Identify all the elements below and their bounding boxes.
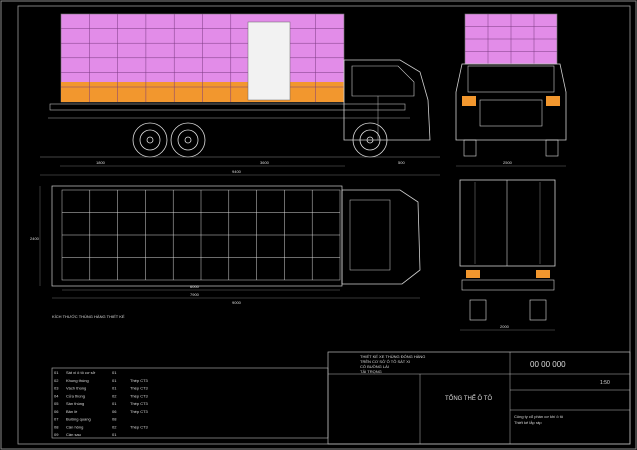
rear-view: 2000 — [459, 179, 556, 331]
parts-cell: Sát xi ô tô cơ sở — [66, 370, 96, 375]
parts-cell: Khung thùng — [66, 378, 89, 383]
front-orange-right — [546, 96, 560, 106]
side-door — [247, 21, 291, 101]
rear-bumper — [461, 279, 555, 291]
plan-note: KÍCH THƯỚC THÙNG HÀNG THIẾT KẾ — [52, 314, 125, 319]
parts-cell: 02 — [54, 378, 59, 383]
plan-dim-1: 6000 — [190, 284, 200, 289]
cab-side — [343, 59, 431, 141]
parts-cell: Bản lề — [66, 409, 78, 414]
cab-window — [351, 65, 415, 97]
cargo-floor-outer — [51, 185, 343, 287]
rear-box — [459, 179, 556, 267]
cab-front — [455, 63, 567, 141]
parts-cell: Thép CT3 — [130, 424, 149, 429]
header-line-3: CÓ BUỒNG LÁI — [360, 364, 389, 369]
company-sub: Thiết kế lắp ráp — [514, 420, 542, 425]
cab-plan — [341, 189, 421, 285]
side-dim-total: 9400 — [232, 169, 242, 174]
side-view: 1800 3600 500 9400 — [40, 13, 440, 176]
parts-cell: 02 — [112, 393, 117, 398]
front-view: 2500 — [455, 13, 567, 167]
parts-cell: 01 — [54, 370, 59, 375]
chassis-rail — [49, 103, 406, 111]
front-orange-left — [462, 96, 476, 106]
parts-cell: Thép CT3 — [130, 401, 149, 406]
parts-cell: Thép CT3 — [130, 386, 149, 391]
front-wheel-right — [545, 139, 559, 157]
inner-border — [17, 5, 631, 445]
drawing-number: 00 00 000 — [530, 360, 566, 369]
rear-lamp-right — [536, 270, 550, 278]
parts-cell: 01 — [112, 386, 117, 391]
rear-dim: 2000 — [500, 324, 510, 329]
parts-cell: 01 — [112, 378, 117, 383]
parts-table — [51, 367, 329, 439]
header-line-1: THIẾT KẾ XE THÙNG ĐÓNG HÀNG — [360, 354, 425, 359]
parts-cell: 02 — [112, 424, 117, 429]
plan-dim-3: 9000 — [232, 300, 242, 305]
windshield — [467, 65, 555, 93]
header-line-4: TẢI TRỌNG — [360, 369, 382, 374]
title-block-frame — [327, 351, 631, 445]
side-dim-1: 1800 — [96, 160, 106, 165]
header-line-2: TRÊN CƠ SỞ Ô TÔ SÁT XI — [360, 359, 410, 364]
parts-cell: 04 — [54, 393, 59, 398]
parts-cell: Thép CT3 — [130, 378, 149, 383]
parts-cell: Cản sau — [66, 432, 81, 437]
rear-wheel-left — [469, 299, 487, 321]
parts-cell: Bulông quang — [66, 417, 91, 422]
parts-cell: Vách thùng — [66, 386, 86, 391]
parts-cell: Thép CT3 — [130, 409, 149, 414]
company-name: Công ty cổ phần cơ khí ô tô — [514, 414, 564, 419]
parts-cell: 08 — [112, 417, 117, 422]
parts-cell: 03 — [54, 386, 59, 391]
parts-cell: 01 — [112, 370, 117, 375]
plan-view: 2400 6000 7900 9000 KÍCH THƯỚC THÙNG HÀN… — [30, 185, 421, 319]
grille — [479, 99, 543, 127]
parts-cell: 09 — [54, 432, 59, 437]
width-dim: 2400 — [30, 236, 40, 241]
parts-cell: 06 — [112, 409, 117, 414]
parts-cell: Thép CT3 — [130, 393, 149, 398]
plan-dim-2: 7900 — [190, 292, 200, 297]
drawing-name: TỔNG THỂ Ô TÔ — [445, 395, 492, 402]
title-block: THIẾT KẾ XE THÙNG ĐÓNG HÀNG TRÊN CƠ SỞ Ô… — [327, 351, 631, 445]
front-wheel-left — [463, 139, 477, 157]
parts-cell: Cửa thùng — [66, 393, 85, 398]
side-dim-3: 500 — [398, 160, 405, 165]
parts-cell: 05 — [54, 401, 59, 406]
front-dim: 2500 — [503, 160, 513, 165]
parts-cell: 01 — [112, 401, 117, 406]
cab-plan-roof — [349, 199, 391, 271]
parts-cell: 06 — [54, 409, 59, 414]
parts-cell: Cản hông — [66, 424, 83, 429]
rear-wheel-right — [529, 299, 547, 321]
parts-cell: 07 — [54, 417, 59, 422]
parts-cell: 01 — [112, 432, 117, 437]
parts-cell: 08 — [54, 424, 59, 429]
rear-lamp-left — [466, 270, 480, 278]
parts-cell: Sàn thùng — [66, 401, 84, 406]
rear-wheels — [132, 122, 206, 158]
scale: 1:50 — [600, 380, 610, 386]
side-dim-2: 3600 — [260, 160, 270, 165]
